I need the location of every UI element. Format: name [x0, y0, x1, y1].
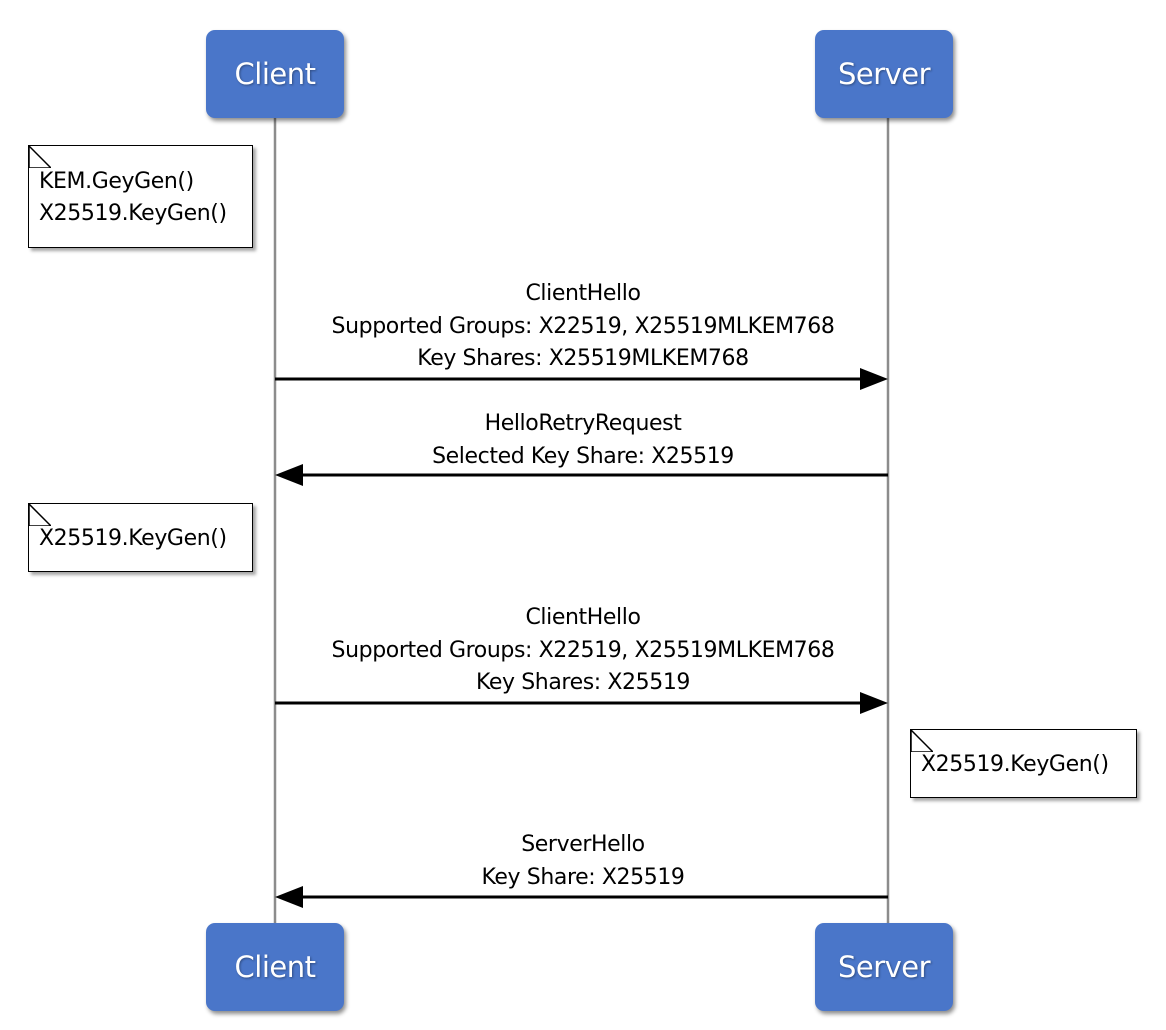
message-line: Selected Key Share: X25519 — [432, 443, 734, 469]
message-line: Key Shares: X25519 — [475, 670, 691, 695]
arrowhead-left — [275, 886, 303, 908]
note-fold-icon — [911, 730, 933, 752]
message-label-client-hello-2: ClientHello Supported Groups: X22519, X2… — [332, 602, 835, 700]
client-actor-label: Client — [234, 950, 316, 984]
client-actor-label: Client — [234, 57, 316, 91]
note-line: X25519.KeyGen() — [921, 752, 1109, 777]
server-actor-label: Server — [837, 950, 931, 984]
note-fold-icon — [29, 146, 51, 168]
note-line: KEM.GeyGen() — [39, 169, 194, 194]
message-line: ServerHello — [521, 832, 645, 857]
note-line: X25519.KeyGen() — [39, 201, 227, 226]
note-fold-icon — [29, 504, 51, 526]
message-line: Supported Groups: X22519, X25519MLKEM768 — [331, 313, 835, 339]
message-line: HelloRetryRequest — [484, 411, 682, 436]
server-actor-top: Server — [815, 30, 953, 118]
server-actor-bottom: Server — [815, 923, 953, 1011]
message-line: Key Shares: X25519MLKEM768 — [417, 346, 749, 371]
message-line: ClientHello — [525, 281, 641, 306]
message-label-server-hello: ServerHello Key Share: X25519 — [481, 829, 684, 894]
message-line: Supported Groups: X22519, X25519MLKEM768 — [331, 637, 835, 663]
message-line: ClientHello — [525, 605, 641, 630]
message-line: Key Share: X25519 — [481, 864, 685, 890]
arrowhead-right — [860, 368, 888, 390]
message-label-client-hello-1: ClientHello Supported Groups: X22519, X2… — [332, 278, 835, 376]
server-actor-label: Server — [837, 57, 931, 91]
arrowhead-left — [275, 464, 303, 486]
client-actor-bottom: Client — [206, 923, 344, 1011]
message-label-hello-retry-request: HelloRetryRequest Selected Key Share: X2… — [432, 408, 734, 473]
note-client-keygen-retry: X25519.KeyGen() — [28, 503, 253, 572]
note-client-keygen: KEM.GeyGen() X25519.KeyGen() — [28, 145, 253, 248]
client-actor-top: Client — [206, 30, 344, 118]
arrowhead-right — [860, 692, 888, 714]
note-server-keygen: X25519.KeyGen() — [910, 729, 1137, 798]
note-line: X25519.KeyGen() — [39, 526, 227, 551]
